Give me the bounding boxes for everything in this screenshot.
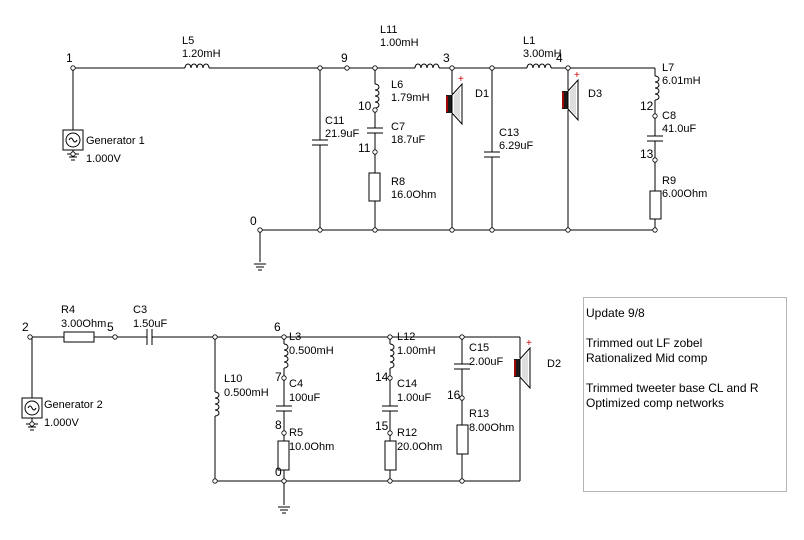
node-6-label: 6 <box>274 320 281 334</box>
notes-line-4: Optimized comp networks <box>586 396 725 410</box>
L1-value: 3.00mH <box>523 48 562 60</box>
L6-value: 1.79mH <box>391 92 430 104</box>
R12-value: 20.0Ohm <box>397 441 442 453</box>
C7-name: C7 <box>391 121 405 133</box>
C8-value: 41.0uF <box>662 123 697 135</box>
D2-label: D2 <box>547 358 561 370</box>
node-16-label: 16 <box>447 388 461 402</box>
node-13-label: 13 <box>640 147 654 161</box>
C14-name: C14 <box>397 378 417 390</box>
node-15-label: 15 <box>375 419 389 433</box>
R9-name: R9 <box>662 175 676 187</box>
L11-value: 1.00mH <box>380 37 419 49</box>
L7-name: L7 <box>662 62 674 74</box>
lower-circuit: 2 5 6 7 8 14 15 16 0 R4 3.00Ohm C3 1.50u… <box>21 304 561 514</box>
C11-value: 21.9uF <box>325 128 360 140</box>
node-9-label: 9 <box>341 51 348 65</box>
C8-name: C8 <box>662 110 676 122</box>
C3-value: 1.50uF <box>133 318 168 330</box>
R13-value: 8.00Ohm <box>469 422 514 434</box>
C7-value: 18.7uF <box>391 134 426 146</box>
L12-name: L12 <box>397 331 415 343</box>
C4-value: 100uF <box>289 392 320 404</box>
L5-name: L5 <box>182 35 194 47</box>
L1-name: L1 <box>523 35 535 47</box>
notes-line-2: Rationalized Mid comp <box>586 351 708 365</box>
L12-value: 1.00mH <box>397 345 436 357</box>
node-14-label: 14 <box>375 370 389 384</box>
L6-name: L6 <box>391 79 403 91</box>
node-0-label: 0 <box>250 214 257 228</box>
R4-value: 3.00Ohm <box>61 318 106 330</box>
L3-name: L3 <box>289 331 301 343</box>
node-4-label: 4 <box>556 51 563 65</box>
generator-1-name: Generator 1 <box>86 135 145 147</box>
node-8-label: 8 <box>275 418 282 432</box>
L11-name: L11 <box>380 24 398 36</box>
notes-line-3: Trimmed tweeter base CL and R <box>586 381 759 395</box>
D1-label: D1 <box>475 88 489 100</box>
C14-value: 1.00uF <box>397 392 432 404</box>
node-1-label: 1 <box>66 51 73 65</box>
node-2-label: 2 <box>22 320 29 334</box>
C3-name: C3 <box>133 304 147 316</box>
C15-name: C15 <box>469 342 489 354</box>
generator-2-value: 1.000V <box>44 417 80 429</box>
C11-name: C11 <box>325 115 344 127</box>
R13-name: R13 <box>469 408 489 420</box>
R12-name: R12 <box>397 427 417 439</box>
upper-circuit: 1 9 3 4 10 11 12 13 0 L5 1.20mH L11 1.00… <box>62 24 707 271</box>
node-10-label: 10 <box>358 99 372 113</box>
generator-2-name: Generator 2 <box>44 399 103 411</box>
R4-name: R4 <box>61 304 75 316</box>
R5-value: 10.0Ohm <box>289 441 334 453</box>
generator-1-value: 1.000V <box>86 153 122 165</box>
R8-value: 16.0Ohm <box>391 189 436 201</box>
R9-value: 6.00Ohm <box>662 188 707 200</box>
L10-value: 0.500mH <box>224 387 269 399</box>
node-12-label: 12 <box>640 99 654 113</box>
C15-value: 2.00uF <box>469 356 504 368</box>
C13-name: C13 <box>499 127 519 139</box>
C4-name: C4 <box>289 378 303 390</box>
L5-value: 1.20mH <box>182 48 221 60</box>
node-7-label: 7 <box>275 370 282 384</box>
L3-value: 0.500mH <box>289 345 334 357</box>
L7-value: 6.01mH <box>662 75 701 87</box>
L10-name: L10 <box>224 373 242 385</box>
node-0-lower-label: 0 <box>275 465 282 479</box>
node-5-label: 5 <box>107 320 114 334</box>
notes-line-1: Trimmed out LF zobel <box>586 336 703 350</box>
R5-name: R5 <box>289 427 303 439</box>
C13-value: 6.29uF <box>499 140 534 152</box>
node-3-label: 3 <box>443 51 450 65</box>
D3-label: D3 <box>588 88 602 100</box>
R8-name: R8 <box>391 176 405 188</box>
notes-title: Update 9/8 <box>586 306 645 320</box>
notes-box: Update 9/8 Trimmed out LF zobel Rational… <box>583 297 787 492</box>
node-11-label: 11 <box>358 141 371 155</box>
